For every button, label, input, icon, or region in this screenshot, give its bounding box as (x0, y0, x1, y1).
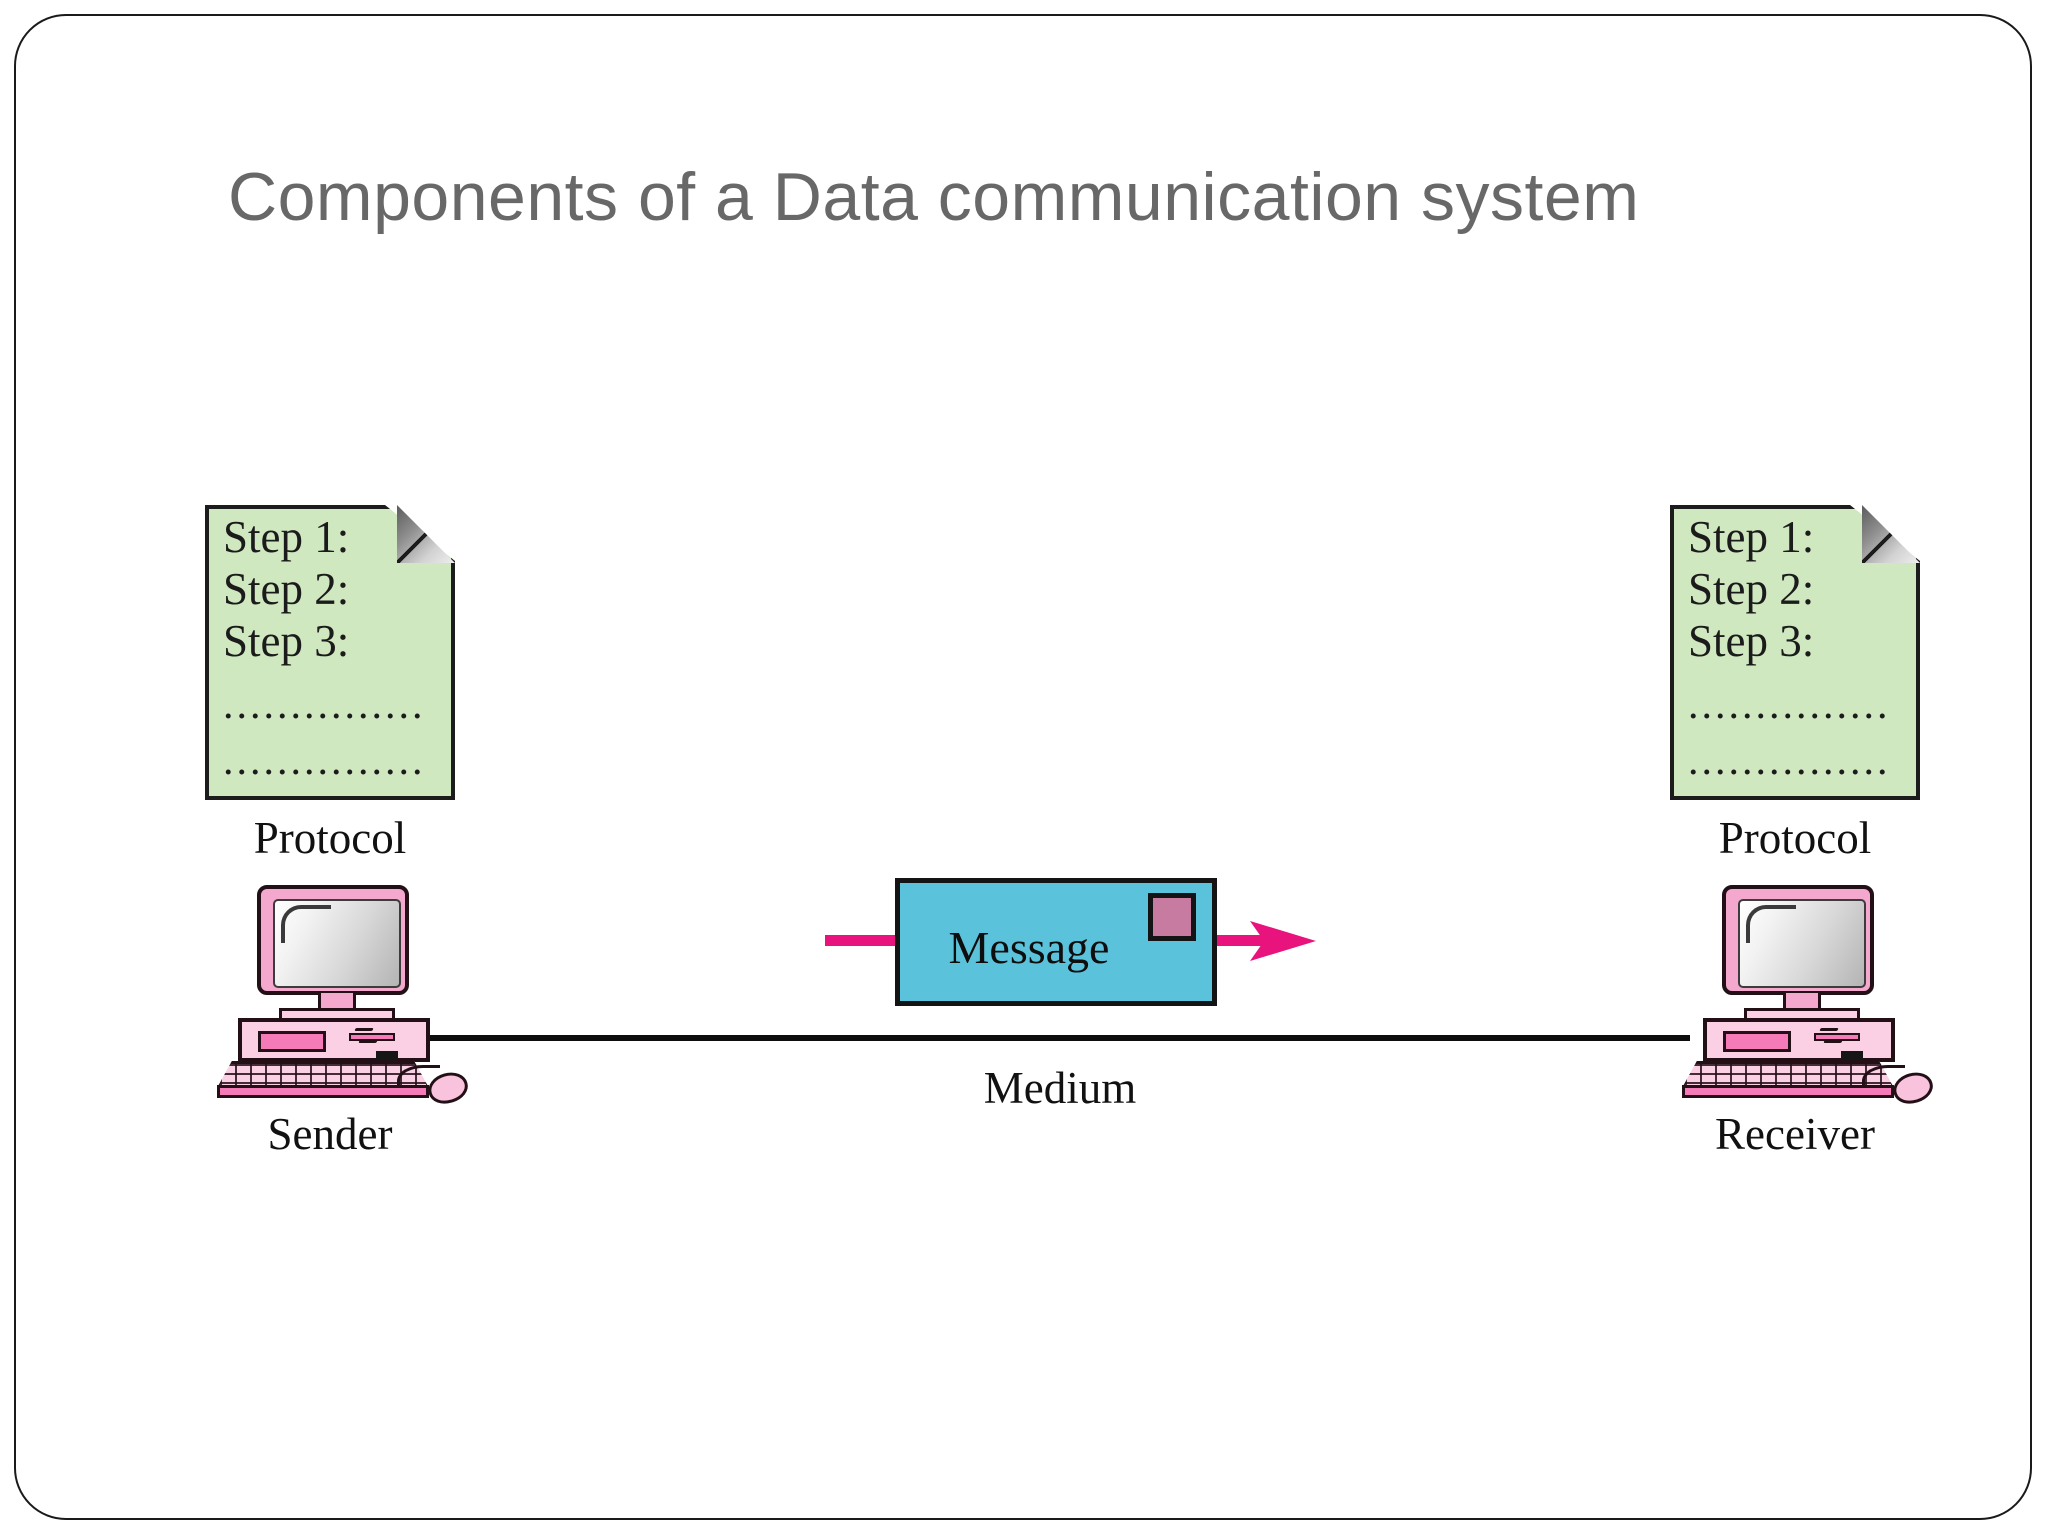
computer-case-icon (238, 1018, 430, 1062)
protocol-step-1: Step 1: (223, 512, 350, 562)
drive-slot (258, 1031, 326, 1052)
mouse-cord (1862, 1065, 1905, 1088)
receiver-label: Receiver (1715, 1109, 1875, 1159)
protocol-dots-row-1: ............... (1688, 682, 1891, 728)
message-label: Message (948, 922, 1110, 973)
medium-label: Medium (983, 1063, 1137, 1113)
monitor-screen (273, 899, 401, 988)
case-vent-stripe-bottom (1823, 1040, 1843, 1043)
message-arrow-tail (825, 935, 905, 946)
protocol-dots-row-2: ............... (1688, 738, 1891, 784)
protocol-step-2: Step 2: (223, 564, 350, 614)
arrow-head-icon (1250, 921, 1316, 961)
computer-case-icon (1703, 1018, 1895, 1062)
protocol-step-3: Step 3: (223, 616, 350, 666)
power-led (376, 1051, 398, 1060)
protocol-dots-row-2: ............... (223, 738, 426, 784)
receiver-computer-icon[interactable] (1680, 885, 1937, 1108)
screen-glint (281, 905, 331, 943)
keyboard-icon (217, 1061, 429, 1098)
sender-label: Sender (267, 1109, 393, 1159)
drive-slot (1723, 1031, 1791, 1052)
message-envelope[interactable]: Message (895, 878, 1217, 1006)
monitor-screen (1738, 899, 1866, 988)
message-arrow-shaft (1208, 935, 1270, 946)
protocol-document-right[interactable]: Step 1: Step 2: Step 3: ............... … (1670, 505, 1920, 800)
stamp-icon (1148, 893, 1196, 941)
document-text-block: Step 1: Step 2: Step 3: ............... … (223, 511, 443, 789)
protocol-step-2: Step 2: (1688, 564, 1815, 614)
transmission-medium-line (420, 1035, 1690, 1041)
protocol-label-left: Protocol (253, 813, 407, 863)
monitor-icon (257, 885, 409, 995)
protocol-dots-row-1: ............... (223, 682, 426, 728)
document-text-block: Step 1: Step 2: Step 3: ............... … (1688, 511, 1908, 789)
screen-glint (1746, 905, 1796, 943)
case-vent-stripe-top (1819, 1028, 1839, 1031)
sender-computer-icon[interactable] (215, 885, 472, 1108)
mouse-cord (397, 1065, 440, 1088)
protocol-label-right: Protocol (1718, 813, 1872, 863)
monitor-icon (1722, 885, 1874, 995)
protocol-step-1: Step 1: (1688, 512, 1815, 562)
page-title: Components of a Data communication syste… (228, 159, 1640, 235)
case-vent-stripe-top (354, 1028, 374, 1031)
protocol-document-left[interactable]: Step 1: Step 2: Step 3: ............... … (205, 505, 455, 800)
keyboard-icon (1682, 1061, 1894, 1098)
protocol-step-3: Step 3: (1688, 616, 1815, 666)
power-led (1841, 1051, 1863, 1060)
case-vent-stripe-bottom (358, 1040, 378, 1043)
